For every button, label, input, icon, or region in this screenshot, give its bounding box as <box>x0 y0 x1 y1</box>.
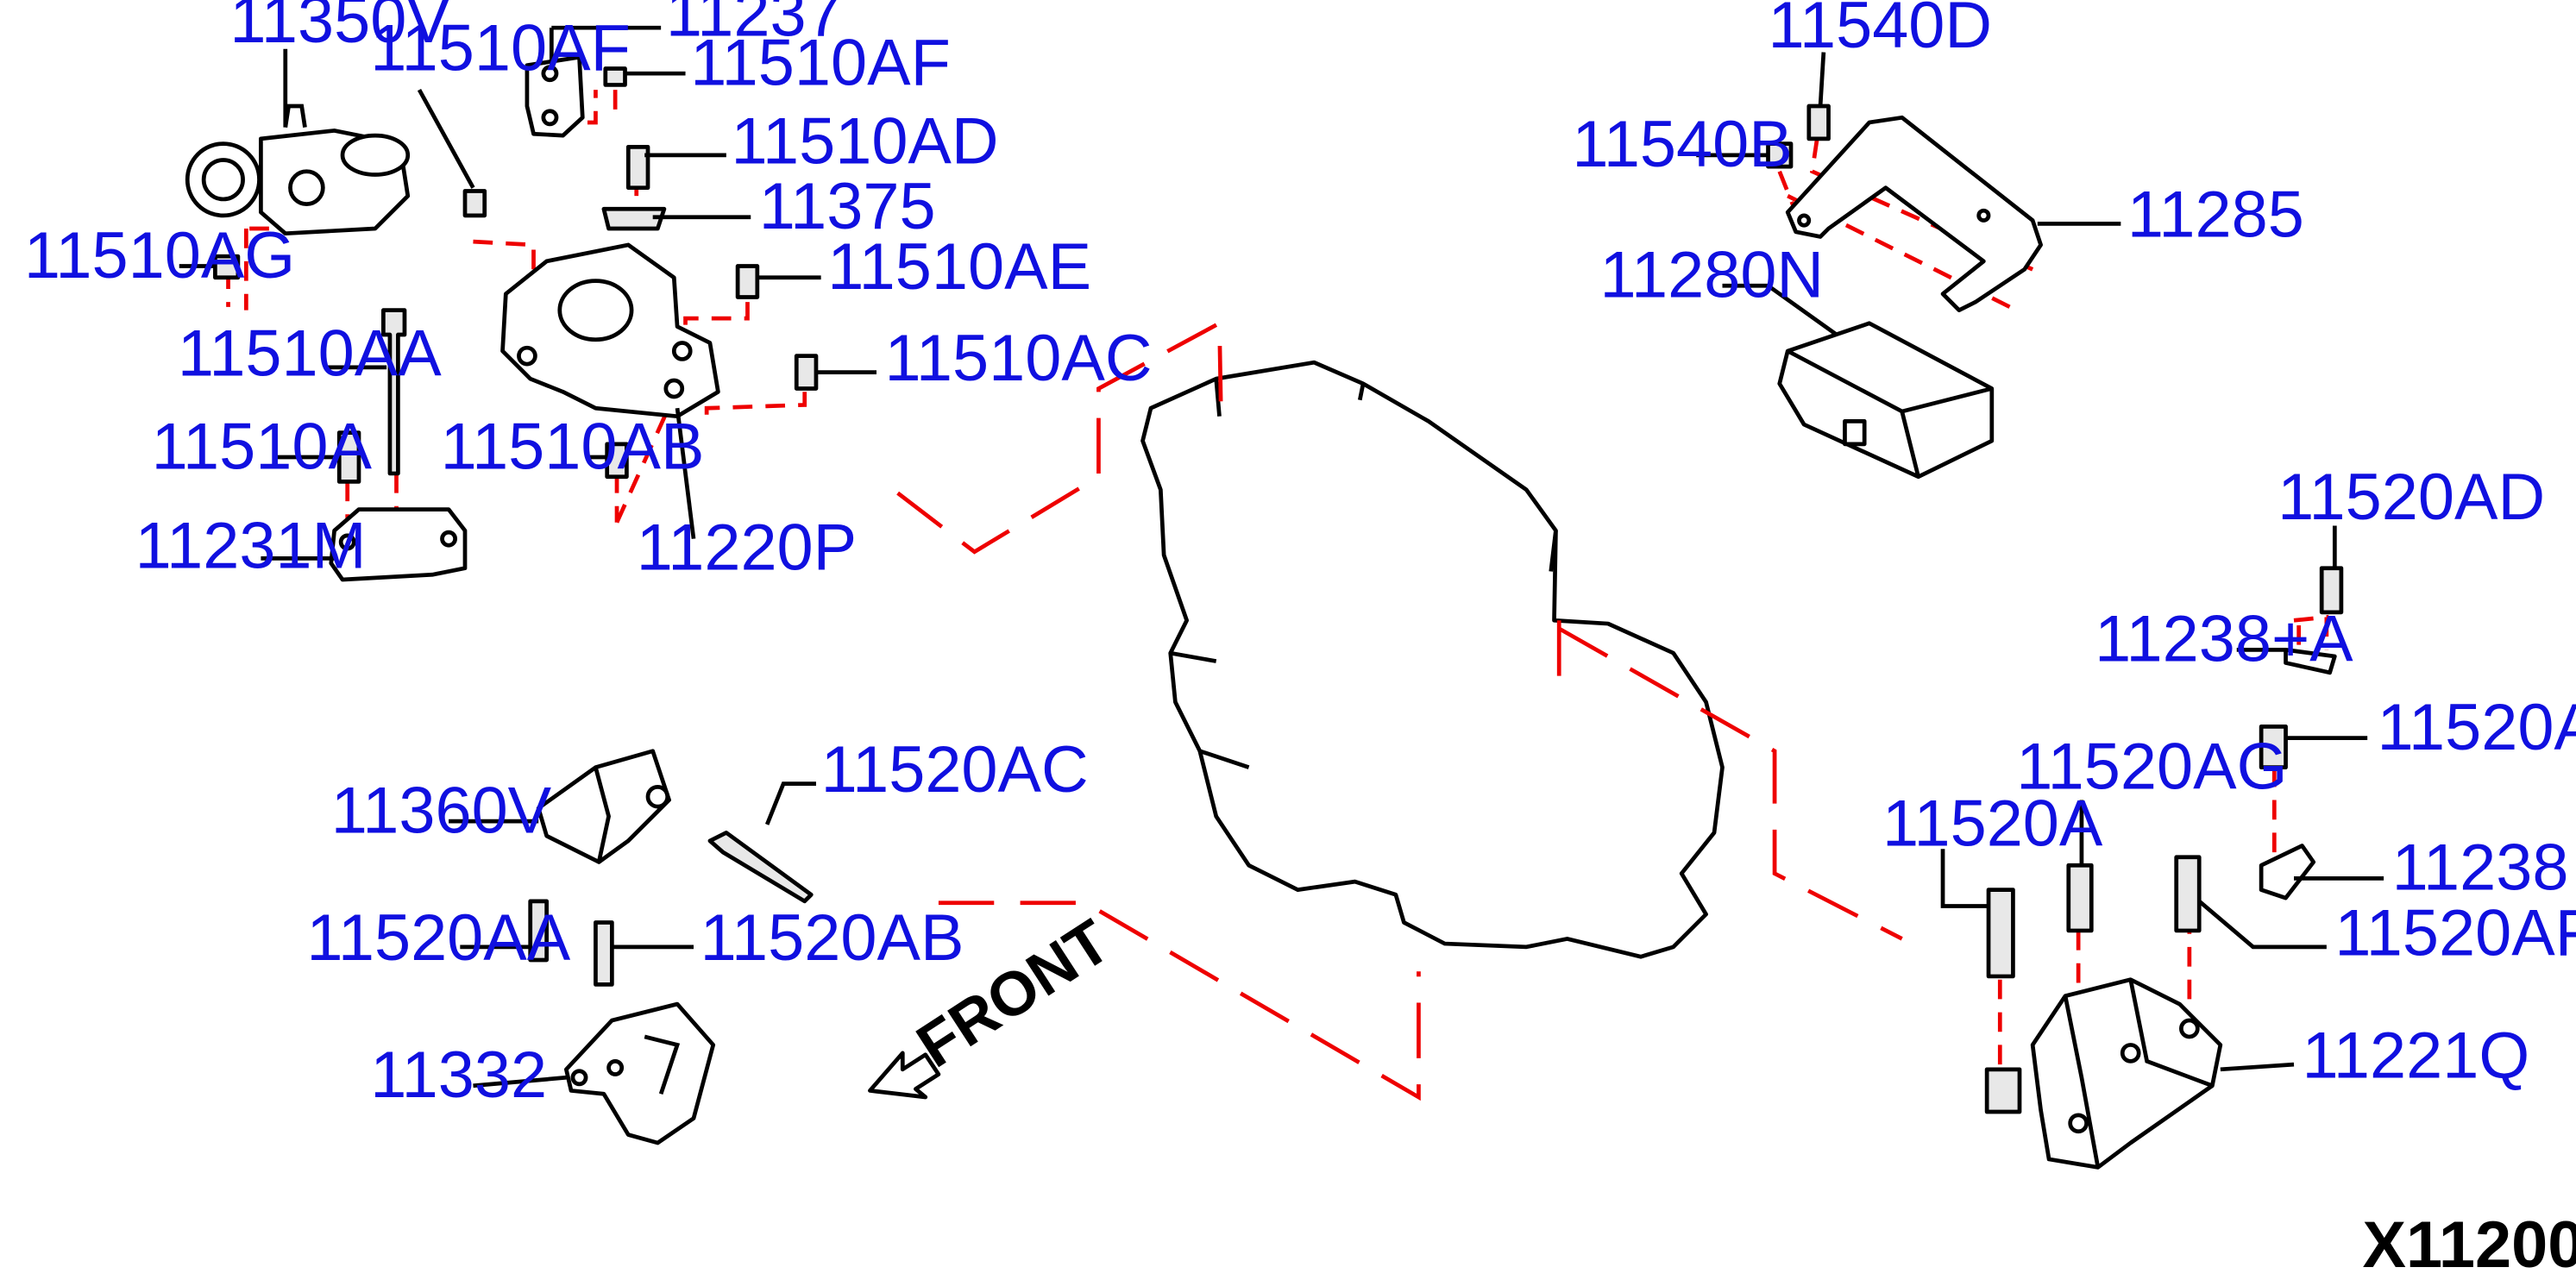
engine-outline <box>1140 360 1725 959</box>
leader-lines <box>179 25 2384 1089</box>
part-11220P-drawing <box>500 242 720 419</box>
label-11360V[interactable]: 11360V <box>331 774 552 847</box>
label-11285[interactable]: 11285 <box>2127 178 2304 251</box>
label-11520AB[interactable]: 11520AB <box>701 901 964 975</box>
label-11238A[interactable]: 11238+A <box>2095 603 2353 676</box>
label-11510AG[interactable]: 11510AG <box>24 219 295 292</box>
label-11510AC[interactable]: 11510AC <box>884 322 1152 395</box>
part-11231M-drawing <box>329 507 468 582</box>
label-11520AA[interactable]: 11520AA <box>306 901 570 975</box>
label-11520AC[interactable]: 11520AC <box>821 733 1089 806</box>
part-labels: 11350V 11510AF 11237 11510AF 11510AD 113… <box>24 0 2576 1112</box>
label-11231M[interactable]: 11231M <box>135 510 367 583</box>
part-11360V-drawing <box>536 749 671 864</box>
part-11237-drawing <box>525 54 585 138</box>
label-11520AD[interactable]: 11520AD <box>2278 461 2545 534</box>
part-11520AC-drawing <box>707 830 814 904</box>
label-11510AB[interactable]: 11510AB <box>441 410 705 483</box>
label-11540B[interactable]: 11540B <box>1572 108 1792 181</box>
label-11510A[interactable]: 11510A <box>152 410 373 483</box>
diagram-code: X112005H <box>2363 1208 2576 1280</box>
part-11350V-drawing <box>185 104 411 236</box>
label-11510AD[interactable]: 11510AD <box>732 104 999 178</box>
part-11221Q-drawing <box>1984 977 2223 1170</box>
label-11520A[interactable]: 11520A <box>1882 787 2103 861</box>
label-11237[interactable]: 11237 <box>666 0 843 51</box>
label-11350V[interactable]: 11350V <box>229 0 450 57</box>
part-11238A-drawing <box>2284 647 2337 675</box>
part-11238-drawing <box>2259 844 2316 900</box>
part-11280N-drawing <box>1777 321 1995 480</box>
label-11510AA[interactable]: 11510AA <box>178 317 442 390</box>
label-11332[interactable]: 11332 <box>370 1038 547 1112</box>
label-11540D[interactable]: 11540D <box>1769 0 1993 62</box>
label-11220P[interactable]: 11220P <box>637 511 857 585</box>
label-11238[interactable]: 11238 <box>2392 831 2569 905</box>
label-11510AF-a[interactable]: 11510AF <box>370 11 631 85</box>
part-11510AA-drawing <box>380 308 407 476</box>
label-11520AF[interactable]: 11520AF <box>2334 896 2576 969</box>
label-11510AE[interactable]: 11510AE <box>827 230 1091 304</box>
label-11375[interactable]: 11375 <box>759 170 936 243</box>
label-11280N[interactable]: 11280N <box>1600 239 1825 312</box>
bolts-small <box>213 66 2344 987</box>
label-11520AE[interactable]: 11520AE <box>2378 691 2576 764</box>
part-11332-drawing <box>563 1001 716 1145</box>
label-11221Q[interactable]: 11221Q <box>2302 1019 2529 1092</box>
part-11375-drawing <box>601 206 667 231</box>
label-11510AF-b[interactable]: 11510AF <box>690 26 951 99</box>
label-11520AG[interactable]: 11520AG <box>2016 730 2287 803</box>
part-11285-drawing <box>1785 115 2043 313</box>
